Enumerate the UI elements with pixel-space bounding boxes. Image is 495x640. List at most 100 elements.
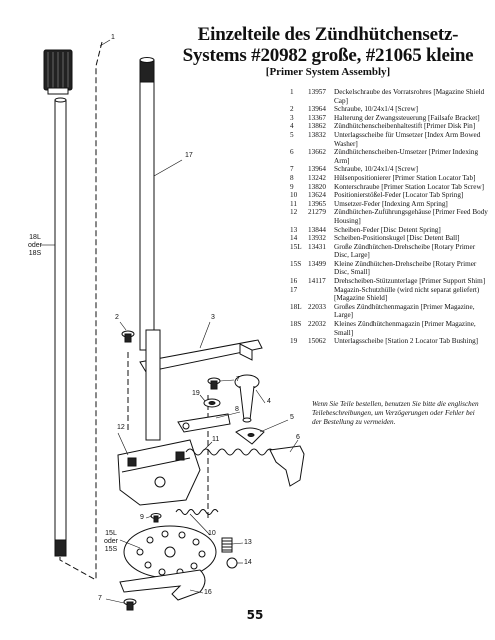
primer-disk-pin [234,374,260,423]
callout-2: 2 [115,314,119,321]
screw-7a [207,377,221,390]
part-code: 13624 [308,191,326,200]
part-description: Unterlagsscheibe für Umsetzer [Index Arm… [334,130,481,148]
part-description: Unterlagsscheibe [Station 2 Locator Tab … [334,337,479,346]
part-code: 13964 [308,105,326,114]
callout-13: 13 [244,539,252,546]
callout-5: 5 [290,414,294,421]
rotary-primer-disc [123,525,217,579]
part-number-index: 10 [290,191,298,200]
callout-4: 4 [267,398,271,405]
part-description: Große Zündhütchen-Drehscheibe [Rotary Pr… [334,242,476,260]
callout-16: 16 [204,589,212,596]
part-number-index: 11 [290,199,297,208]
magazine-shield [139,57,155,351]
part-description: Umsetzer-Feder [Indexing Arm Spring] [334,199,448,208]
parts-list-row: 3 13367 Halterung der Zwangssteuerung [Fai… [290,114,490,123]
part-description: Schraube, 10/24x1/4 [Screw] [334,165,419,174]
disc-detent-ball [226,557,238,569]
callout-18-or: oder [28,242,43,249]
part-description: Zündhütchenscheibenhaltestift [Primer Di… [334,122,476,131]
part-code: 13367 [308,113,326,122]
locator-tab [177,413,231,433]
part-number-index: 18L [290,302,302,311]
failsafe-bracket [139,339,263,383]
callout-12: 12 [117,424,125,431]
primer-support-shim [119,569,206,601]
callout-11: 11 [212,436,220,443]
callout-10: 10 [208,530,216,537]
callout-6: 6 [296,434,300,441]
leader-lines [40,39,299,604]
part-number-index: 19 [290,337,298,346]
parts-list-row: 9 13820 Konterschraube [Primer Station Loc… [290,183,490,192]
part-description: Großes Zündhütchenmagazin [Primer Magazi… [334,302,475,320]
part-number-index: 9 [290,182,294,191]
callout-3: 3 [211,314,215,321]
locator-tab-spring [175,509,219,515]
part-code: 13965 [308,199,326,208]
part-number-index: 18S [290,320,302,329]
part-number-index: 4 [290,122,294,131]
part-code: 13964 [308,165,326,174]
part-number-index: 1 [290,88,294,96]
page-title-line2: Systems #20982 große, #21065 kleine [182,45,474,66]
part-code: 15062 [308,337,326,346]
part-number-index: 7 [290,165,294,174]
parts-list-row: 19 15062 Unterlagsscheibe [Station 2 Locat… [290,337,490,346]
primer-magazine-tube [54,97,67,557]
part-code [308,286,334,303]
part-description: Zündhütchen-Zuführungsgehäuse [Primer Fe… [334,208,488,225]
magazine-shield-cap [43,49,73,95]
part-code: 22033 [308,302,326,311]
locator-tab-bushing [203,398,221,408]
part-code: 13957 [308,88,326,96]
part-number-index: 15S [290,259,302,268]
part-code: 13662 [308,148,326,157]
callout-14: 14 [244,559,252,566]
parts-list-row: 18L 22033 Großes Zündhütchenmagazin [Prime… [290,303,490,320]
disc-detent-spring [221,537,233,553]
callout-18-small: 18S [28,250,42,257]
bowed-washer [235,427,265,445]
callout-19: 19 [192,390,200,397]
part-code: 13862 [308,122,326,131]
callout-15-large: 15L [105,530,117,537]
part-description: Konterschraube [Primer Station Locator T… [334,182,485,191]
locator-tab-screw [150,513,162,523]
part-description: Zündhütchenscheiben-Umsetzer [Primer Ind… [334,148,479,165]
primer-feed-housing [117,329,201,506]
part-code: 13431 [308,242,326,251]
part-number-index: 6 [290,148,294,157]
part-number-index: 5 [290,130,294,139]
callout-15-small: 15S [104,546,118,553]
part-code: 22032 [308,320,326,329]
callout-1: 1 [111,34,115,41]
parts-list-row: 4 13862 Zündhütchenscheibenhaltestift [Pri… [290,122,490,131]
part-code: 13820 [308,182,326,191]
part-description: Magazin-Schutzhülle (wird nicht separat … [334,285,480,303]
callout-7a: 7 [236,376,240,383]
part-code: 13242 [308,173,326,182]
part-code: 13844 [308,225,326,234]
page-number: 55 [246,608,264,622]
part-description: Drehscheiben-Stützunterlage [Primer Supp… [334,277,486,286]
primer-indexing-arm [269,445,305,487]
indexing-arm-spring [185,448,283,456]
parts-list-row: 11 13965 Umsetzer-Feder [Indexing Arm Spri… [290,200,490,209]
part-description: Halterung der Zwangssteuerung [Failsafe … [334,113,480,122]
assembly-line [95,41,103,580]
callout-15-or: oder [104,538,119,545]
part-number-index: 3 [290,113,294,122]
parts-list-row: 7 13964 Schraube, 10/24x1/4 [Screw] [290,165,490,174]
